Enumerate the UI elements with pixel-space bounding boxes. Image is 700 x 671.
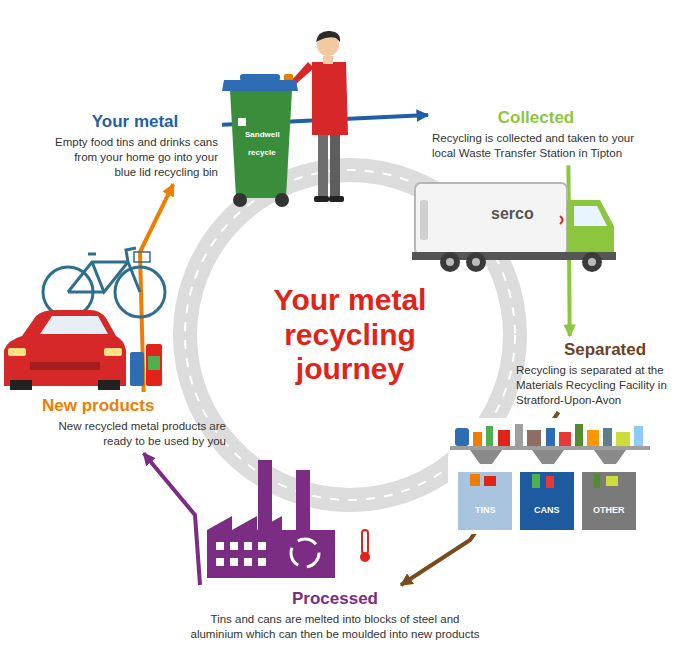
flow-arrow (144, 453, 200, 585)
stage-block: CollectedRecycling is collected and take… (428, 104, 644, 165)
collection-truck (412, 183, 616, 272)
stage-block: New productsNew recycled metal products … (38, 392, 230, 453)
stage-heading: Processed (189, 589, 481, 609)
bin-label: OTHER (593, 505, 625, 515)
diagram-title: Your metal recycling journey (240, 283, 460, 387)
recycling-bin (222, 74, 298, 207)
bicycle (43, 248, 165, 317)
factory (207, 460, 370, 578)
stage-description: New recycled metal products are ready to… (42, 419, 226, 449)
stage-block: ProcessedTins and cans are melted into b… (185, 585, 485, 646)
cans (130, 344, 162, 386)
sorting-bins (448, 418, 654, 534)
stage-description: Tins and cans are melted into blocks of … (189, 612, 481, 642)
stage-block: SeparatedRecycling is separated at the M… (512, 336, 698, 412)
stage-description: Recycling is separated at the Materials … (516, 363, 694, 408)
bin-label: TINS (475, 505, 496, 515)
stage-heading: Separated (516, 340, 694, 360)
person (284, 31, 348, 202)
stage-heading: Collected (432, 108, 640, 128)
car (4, 310, 126, 390)
stage-description: Recycling is collected and taken to your… (432, 131, 640, 161)
bin-brand: Sandwell (245, 130, 280, 139)
truck-logo: serco (491, 205, 534, 223)
bin-logo: recycle (248, 148, 276, 157)
stage-block: Your metalEmpty food tins and drinks can… (48, 108, 222, 184)
flow-arrow (140, 184, 173, 392)
stage-heading: New products (42, 396, 226, 416)
stage-heading: Your metal (52, 112, 218, 132)
bin-label: CANS (534, 505, 560, 515)
stage-description: Empty food tins and drinks cans from you… (52, 135, 218, 180)
